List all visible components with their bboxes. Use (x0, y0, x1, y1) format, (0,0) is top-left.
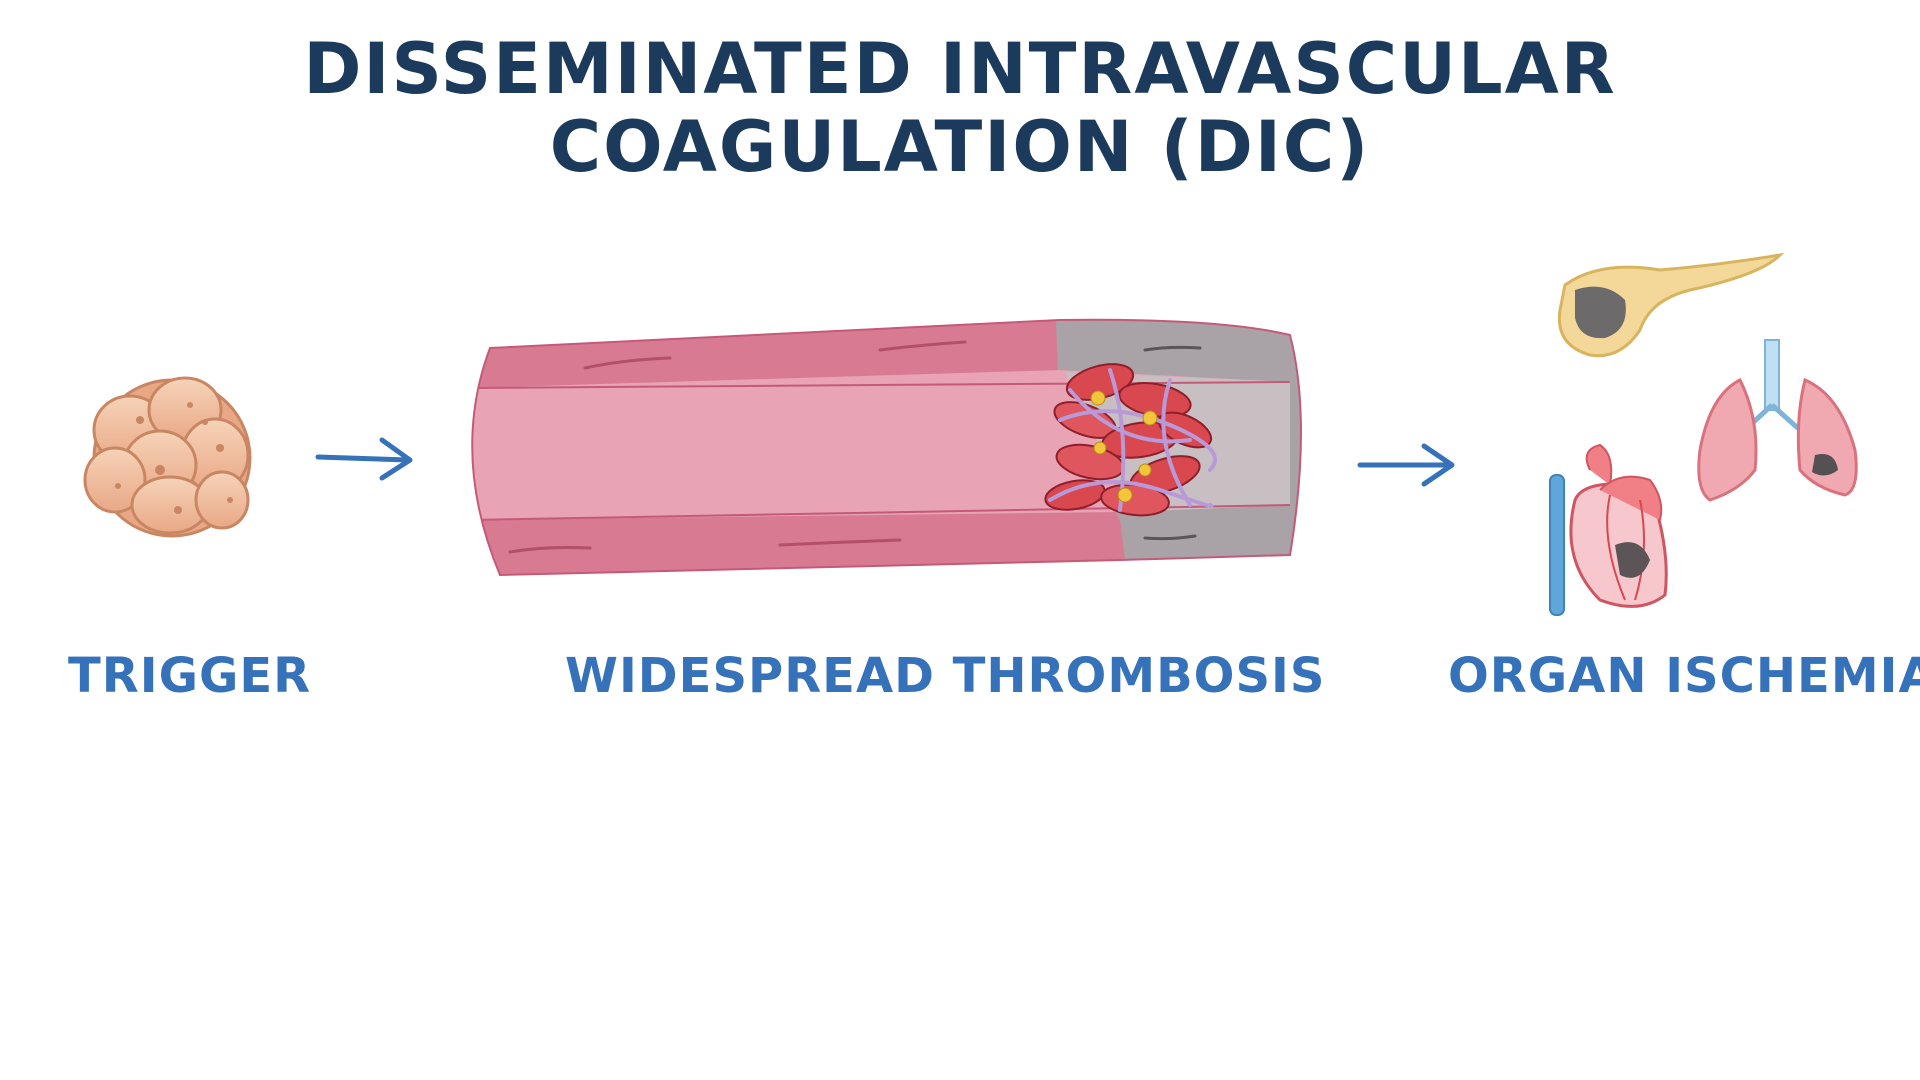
step-label-thrombosis: WIDESPREAD THROMBOSIS (565, 648, 1326, 704)
title-line-2: COAGULATION (DIC) (549, 106, 1371, 188)
arrow-right-icon (315, 437, 413, 481)
blood-vessel-clot-icon (471, 318, 1302, 577)
arrow-right-icon (1357, 443, 1455, 487)
title-line-1: DISSEMINATED INTRAVASCULAR (303, 28, 1617, 110)
step-label-trigger: TRIGGER (68, 648, 312, 704)
lungs-icon (1697, 339, 1858, 502)
pancreas-icon (1557, 252, 1785, 358)
organs-icon (1549, 252, 1858, 616)
cell-cluster-icon (83, 376, 252, 538)
heart-icon (1549, 443, 1668, 616)
page-title: DISSEMINATED INTRAVASCULAR COAGULATION (… (0, 30, 1920, 186)
step-label-ischemia: ORGAN ISCHEMIA (1448, 648, 1920, 704)
